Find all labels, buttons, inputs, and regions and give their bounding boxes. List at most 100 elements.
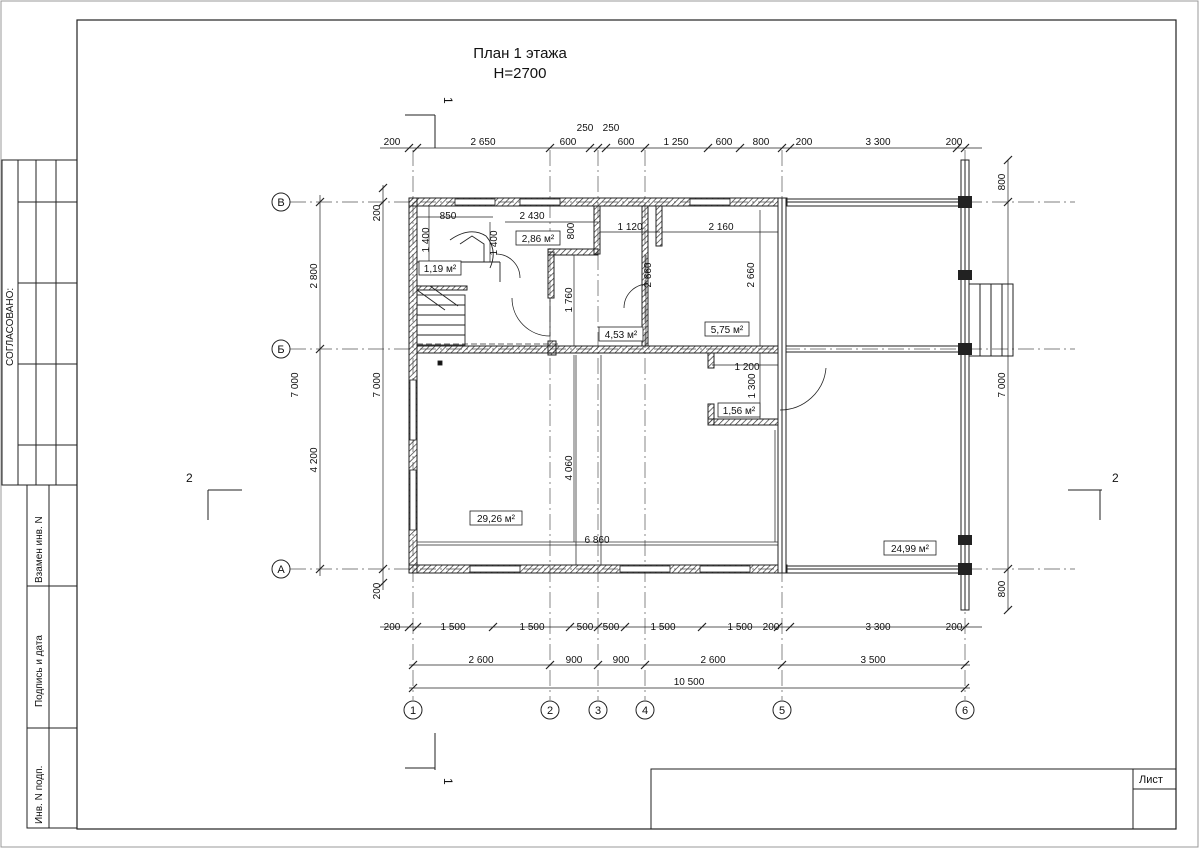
dim-6860: 6 860: [584, 535, 609, 546]
dim-right-small-2: 800: [997, 580, 1008, 597]
dim-top-11: 3 300: [865, 137, 890, 148]
dim-top-8: 600: [716, 137, 733, 148]
staircase: [416, 231, 501, 366]
row-axis-bubbles: В Б А: [271, 192, 291, 579]
section-marks: [207, 114, 1102, 770]
doors: [495, 253, 827, 411]
area-terrace: 24,99 м²: [891, 544, 930, 555]
right-dimensions: 7 000 800 800: [997, 173, 1008, 597]
dim-bot2-2: 900: [566, 655, 583, 666]
dim-1200: 1 200: [734, 362, 759, 373]
dim-2160: 2 160: [708, 222, 733, 233]
col-axis-bubbles: 1 2 3 4 5 6: [403, 700, 975, 720]
axis-col-2: 2: [547, 705, 553, 717]
top-dimensions: 200 2 650 250 250 600 600 1 250 600 800 …: [384, 123, 963, 148]
axis-col-1: 1: [410, 705, 416, 717]
axis-lines: [290, 150, 1075, 700]
section-2-left: 2: [186, 471, 193, 485]
terrace-frame: [785, 159, 970, 611]
dim-bot1-9: 3 300: [865, 622, 890, 633]
dimension-lines: [319, 147, 1009, 689]
plan-title-line1: План 1 этажа: [473, 45, 567, 62]
dim-850: 850: [440, 211, 457, 222]
dim-bottom-total: 10 500: [674, 677, 705, 688]
dim-left-outer: 7 000: [290, 372, 301, 397]
dim-2660-a: 2 660: [643, 262, 654, 287]
section-1-top: 1: [441, 97, 455, 104]
dim-top-6: 600: [618, 137, 635, 148]
dim-bot2-4: 2 600: [700, 655, 725, 666]
dimension-ticks: [315, 143, 1013, 693]
dim-top-2: 2 650: [470, 137, 495, 148]
dim-left-inner: 7 000: [372, 372, 383, 397]
inner-dimensions: 850 2 430 1 400 1 400 800 1 120 2 160 2 …: [421, 211, 760, 546]
replaced-inv-label: Взамен инв. N: [34, 516, 45, 583]
sheet-label: Лист: [1139, 774, 1163, 786]
section-labels: 1 1 2 2: [186, 97, 1119, 785]
dim-right-total: 7 000: [997, 372, 1008, 397]
area-living: 29,26 м²: [477, 514, 516, 525]
dim-left-mid-1: 2 800: [309, 263, 320, 288]
section-2-right: 2: [1112, 471, 1119, 485]
area-bathroom: 2,86 м²: [522, 234, 555, 245]
axis-row-v: В: [277, 197, 284, 209]
axis-col-3: 3: [595, 705, 601, 717]
dim-top-12: 200: [946, 137, 963, 148]
area-vestibule: 1,56 м²: [723, 406, 756, 417]
dim-left-mid-2: 4 200: [309, 447, 320, 472]
dim-left-small-2: 200: [372, 582, 383, 599]
dim-2660-b: 2 660: [746, 262, 757, 287]
dim-top-5: 600: [560, 137, 577, 148]
dim-2430: 2 430: [519, 211, 544, 222]
dim-right-small-1: 800: [997, 173, 1008, 190]
dim-top-10: 200: [796, 137, 813, 148]
left-dimensions: 7 000 2 800 4 200 7 000 200 200: [290, 204, 383, 599]
dim-top-4: 250: [603, 123, 620, 134]
entrance-steps: [968, 283, 1014, 357]
dim-bot2-5: 3 500: [860, 655, 885, 666]
dim-bot1-2: 1 500: [440, 622, 465, 633]
dim-bot2-3: 900: [613, 655, 630, 666]
dim-800: 800: [566, 222, 577, 239]
dim-left-small-1: 200: [372, 204, 383, 221]
bottom-dimensions: 200 1 500 1 500 500 500 1 500 1 500 200 …: [384, 622, 963, 688]
dim-1760: 1 760: [564, 287, 575, 312]
stamp-agreed-label: СОГЛАСОВАНО:: [5, 288, 16, 366]
frame-labels: СОГЛАСОВАНО: Взамен инв. N Подпись и дат…: [5, 288, 1163, 824]
axis-row-a: А: [277, 564, 285, 576]
axis-col-5: 5: [779, 705, 785, 717]
dim-1400-b: 1 400: [489, 230, 500, 255]
dim-bot1-10: 200: [946, 622, 963, 633]
room-area-labels: 2,86 м² 1,19 м² 4,53 м² 5,75 м² 1,56 м² …: [424, 234, 930, 555]
section-1-bottom: 1: [441, 778, 455, 785]
room-areas: [418, 230, 937, 556]
signature-date-label: Подпись и дата: [34, 635, 45, 707]
plan-title-line2: H=2700: [494, 65, 547, 82]
dim-top-7: 1 250: [663, 137, 688, 148]
dim-bot1-7: 1 500: [727, 622, 752, 633]
dim-1400-a: 1 400: [421, 227, 432, 252]
dim-bot2-1: 2 600: [468, 655, 493, 666]
axis-col-6: 6: [962, 705, 968, 717]
area-room: 5,75 м²: [711, 325, 744, 336]
windows: [409, 198, 751, 573]
dim-1300: 1 300: [747, 373, 758, 398]
axis-row-b: Б: [277, 344, 284, 356]
dim-bot1-4: 500: [577, 622, 594, 633]
dim-bot1-3: 1 500: [519, 622, 544, 633]
dim-1120: 1 120: [617, 222, 642, 233]
dim-bot1-5: 500: [603, 622, 620, 633]
dim-bot1-8: 200: [763, 622, 780, 633]
axis-col-4: 4: [642, 705, 648, 717]
dim-top-1: 200: [384, 137, 401, 148]
dim-bot1-6: 1 500: [650, 622, 675, 633]
dim-top-9: 800: [753, 137, 770, 148]
partition-lines: [417, 343, 778, 565]
interior-walls: [416, 205, 779, 426]
area-closet: 1,19 м²: [424, 264, 457, 275]
dim-bot1-1: 200: [384, 622, 401, 633]
plan-title: План 1 этажа H=2700: [473, 45, 567, 82]
dim-4060: 4 060: [564, 455, 575, 480]
